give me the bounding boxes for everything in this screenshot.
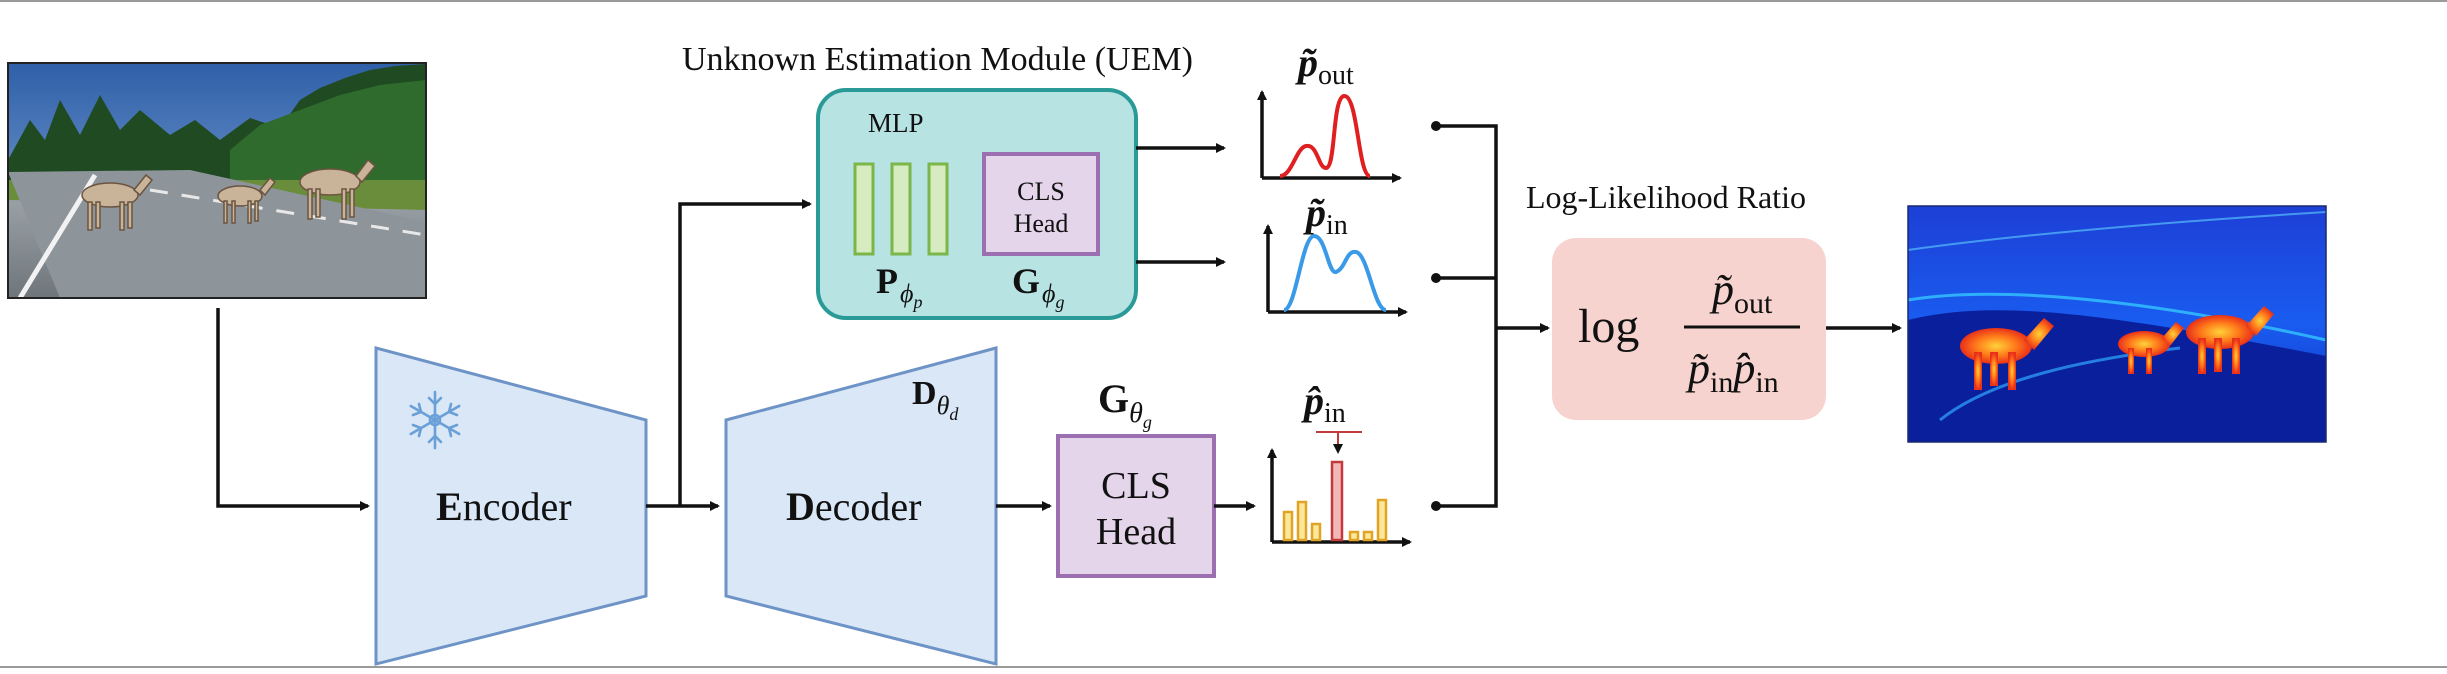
p-in-plot: p̃in [1263,190,1408,317]
p-in-label: p̃in [1303,190,1348,241]
llr-title: Log-Likelihood Ratio [1526,179,1806,215]
llr-box [1552,238,1826,420]
uem-cls-head-line1: CLS [1017,177,1065,206]
uem-cls-symbol: Gϕg [1012,261,1064,312]
mlp-symbol: Pϕp [876,261,922,312]
uem-cls-head-line2: Head [1014,209,1069,238]
llr-block: Log-Likelihood Ratio log p̃out p̃inp̂in [1526,179,1826,420]
input-image [7,62,427,300]
llr-numerator: p̃out [1709,265,1773,320]
cls-head-line1: CLS [1101,465,1171,507]
p-hat-in-plot: p̂in [1267,378,1412,547]
connector-dots [1431,121,1441,511]
llr-log: log [1578,300,1639,353]
uem-block: Unknown Estimation Module (UEM) MLP CLS … [682,41,1193,320]
encoder-block: Encoder [374,346,648,666]
p-hat-in-label: p̂in [1301,378,1346,429]
p-out-plot: p̃out [1257,40,1402,183]
cls-head-block: CLS Head Gθg [1056,376,1216,578]
llr-denominator: p̃inp̂in [1685,344,1779,399]
snowflake-icon [409,390,461,450]
mlp-layers [853,162,949,256]
uem-cls-head [982,152,1100,256]
uem-title: Unknown Estimation Module (UEM) [682,41,1193,78]
p-out-label: p̃out [1295,40,1354,91]
decoder-symbol: Dθd [912,375,959,424]
encoder-label: Encoder [436,484,572,529]
cls-head-symbol: Gθg [1098,376,1152,432]
decoder-label: Decoder [786,484,921,529]
anomaly-heatmap [1907,205,2327,443]
mlp-label: MLP [868,108,924,138]
decoder-block: Decoder Dθd [724,346,998,666]
connector-arrows [216,124,1902,511]
cls-head-line2: Head [1096,511,1176,553]
